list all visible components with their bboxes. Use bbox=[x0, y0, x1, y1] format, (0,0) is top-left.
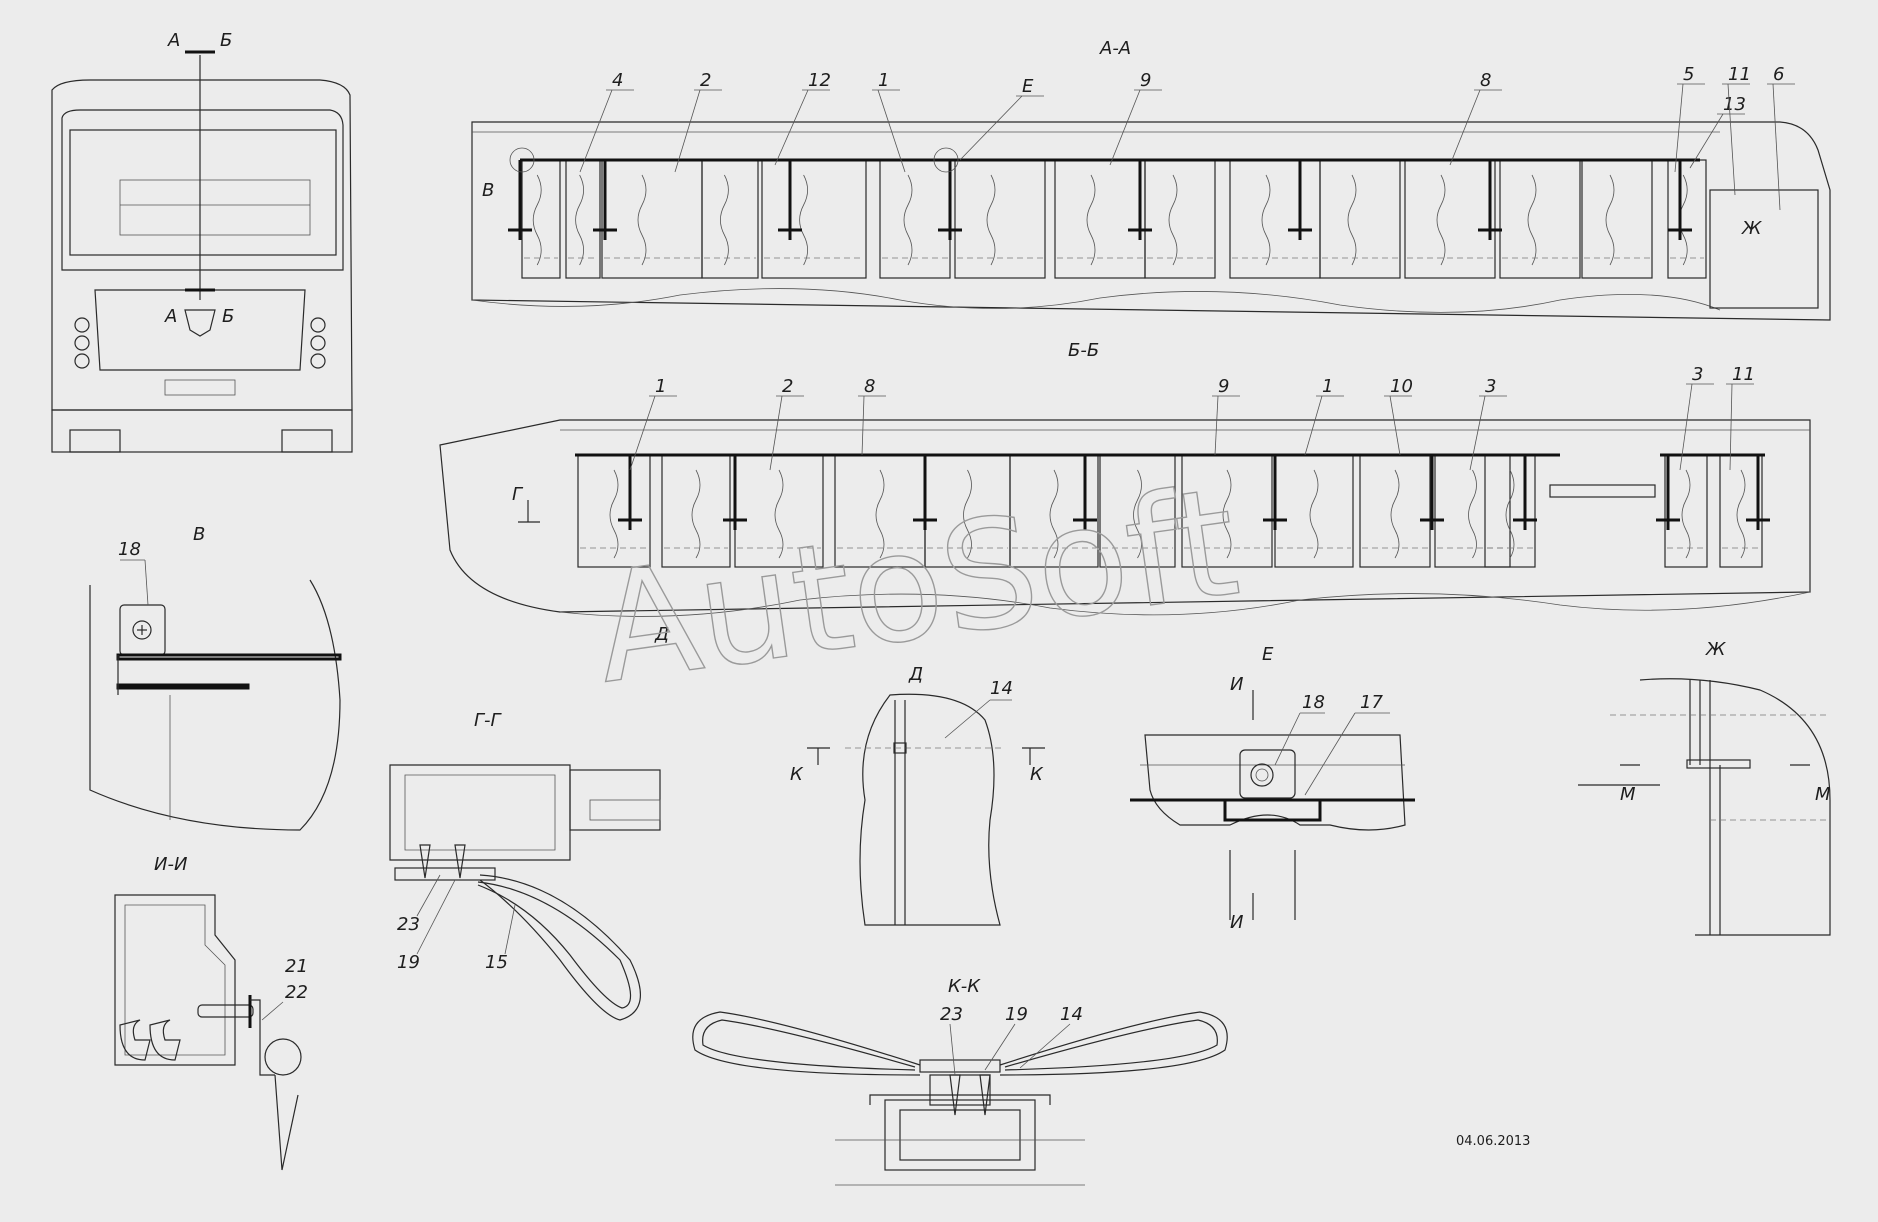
window-panel bbox=[601, 159, 703, 279]
section-bb-callout: 11 bbox=[1732, 364, 1755, 385]
section-gg-title: Г-Г bbox=[474, 710, 503, 731]
view-e-cut-bottom: И bbox=[1230, 912, 1243, 933]
section-aa-callout: 4 bbox=[612, 70, 623, 91]
view-d-callout-14: 14 bbox=[990, 678, 1013, 699]
window-panel bbox=[1664, 454, 1708, 568]
window-panel bbox=[1359, 454, 1431, 568]
window-panel bbox=[879, 159, 951, 279]
window-panel bbox=[1404, 159, 1496, 279]
view-v-callout-18: 18 bbox=[118, 539, 141, 560]
bus-front-view: А Б А Б bbox=[51, 30, 353, 453]
front-cut-a-top-label: А bbox=[167, 30, 180, 51]
front-cut-b-bottom-label: Б bbox=[222, 306, 234, 327]
window-panel bbox=[521, 159, 561, 279]
window-panel bbox=[1667, 159, 1707, 279]
section-gg-callout: 23 bbox=[397, 914, 420, 935]
detail-view-zh: Ж М М bbox=[1578, 639, 1831, 936]
view-e-title: Е bbox=[1262, 644, 1274, 665]
detail-view-v: В 18 bbox=[89, 524, 342, 831]
view-zh-cut-left: М bbox=[1620, 784, 1636, 805]
section-aa-side-view: А-А Ж В 4 2 12 1 Е 9 8 5 13 11 6 bbox=[471, 38, 1831, 321]
section-aa-callout: 1 bbox=[878, 70, 889, 91]
window-panel bbox=[1719, 454, 1763, 568]
section-bb-window-panels bbox=[518, 454, 1770, 568]
section-ii-callout: 21 bbox=[285, 956, 308, 977]
window-panel bbox=[954, 159, 1046, 279]
section-aa-callouts: 4 2 12 1 Е 9 8 5 13 11 6 bbox=[579, 64, 1795, 211]
view-zh-title: Ж bbox=[1705, 639, 1726, 660]
section-aa-mark-zh: Ж bbox=[1741, 218, 1762, 239]
section-bb-callout: 1 bbox=[655, 376, 666, 397]
section-bb-callout: 9 bbox=[1218, 376, 1229, 397]
window-panel bbox=[701, 159, 759, 279]
section-kk-callout: 14 bbox=[1060, 1004, 1083, 1025]
section-aa-title: А-А bbox=[1099, 38, 1131, 59]
window-panel bbox=[565, 159, 601, 279]
window-panel bbox=[1319, 159, 1401, 279]
window-panel bbox=[1144, 159, 1216, 279]
section-bb-mark-g: Г bbox=[512, 484, 524, 505]
section-kk-callout: 19 bbox=[1005, 1004, 1028, 1025]
view-d-cut-left: К bbox=[790, 764, 804, 785]
section-aa-callout: 13 bbox=[1723, 94, 1746, 115]
window-panel bbox=[1054, 159, 1146, 279]
section-aa-callout: 8 bbox=[1480, 70, 1491, 91]
front-cut-a-bottom-label: А bbox=[164, 306, 177, 327]
section-gg-callout: 19 bbox=[397, 952, 420, 973]
section-bb-callout: 3 bbox=[1692, 364, 1703, 385]
section-kk: К-К 23 19 14 bbox=[692, 976, 1228, 1186]
window-panel bbox=[1274, 454, 1354, 568]
section-ii-callout: 22 bbox=[285, 982, 308, 1003]
section-aa-callout: 6 bbox=[1773, 64, 1784, 85]
view-e-callout-18: 18 bbox=[1302, 692, 1325, 713]
section-kk-callouts: 23 19 14 bbox=[940, 1004, 1083, 1076]
section-gg-callout: 15 bbox=[485, 952, 508, 973]
section-aa-callout: 11 bbox=[1728, 64, 1751, 85]
view-e-cut-top: И bbox=[1230, 674, 1243, 695]
view-v-title: В bbox=[193, 524, 205, 545]
window-panel bbox=[1499, 159, 1581, 279]
section-aa-callout: 9 bbox=[1140, 70, 1151, 91]
section-gg-callouts: 23 19 15 bbox=[397, 874, 516, 973]
window-panel bbox=[761, 159, 867, 279]
section-gg: Г-Г 23 19 15 bbox=[389, 710, 661, 1021]
section-aa-callout: 12 bbox=[808, 70, 831, 91]
section-bb-callout: 10 bbox=[1390, 376, 1413, 397]
section-ii-title: И-И bbox=[154, 854, 187, 875]
view-d-cut-right: К bbox=[1030, 764, 1044, 785]
drawing-date: 04.06.2013 bbox=[1456, 1134, 1530, 1149]
section-kk-title: К-К bbox=[948, 976, 981, 997]
section-kk-callout: 23 bbox=[940, 1004, 963, 1025]
view-d-title: Д bbox=[908, 664, 923, 685]
view-e-callout-17: 17 bbox=[1360, 692, 1383, 713]
section-aa-callout: 2 bbox=[700, 70, 711, 91]
section-aa-callout: 5 bbox=[1683, 64, 1694, 85]
section-bb-mark-d: Д bbox=[654, 624, 669, 645]
front-cut-b-top-label: Б bbox=[220, 30, 232, 51]
section-bb-side-view: Б-Б Г Д 1 2 8 9 1 10 3 3 11 bbox=[439, 340, 1811, 645]
view-zh-cut-right: М bbox=[1815, 784, 1831, 805]
section-bb-callout: 8 bbox=[864, 376, 875, 397]
section-bb-callouts: 1 2 8 9 1 10 3 3 11 bbox=[629, 364, 1755, 471]
section-bb-callout: 1 bbox=[1322, 376, 1333, 397]
section-bb-callout: 2 bbox=[782, 376, 793, 397]
section-aa-mark-v: В bbox=[482, 180, 494, 201]
section-bb-callout: 3 bbox=[1485, 376, 1496, 397]
section-aa-callout: Е bbox=[1022, 76, 1034, 97]
window-panel bbox=[1434, 454, 1511, 568]
section-aa-window-panels bbox=[508, 159, 1707, 279]
detail-view-d: Д К К 14 bbox=[790, 664, 1045, 926]
detail-view-e: Е И И 18 17 bbox=[1130, 644, 1415, 933]
window-panel bbox=[1229, 159, 1321, 279]
section-bb-title: Б-Б bbox=[1068, 340, 1099, 361]
window-panel bbox=[1581, 159, 1653, 279]
